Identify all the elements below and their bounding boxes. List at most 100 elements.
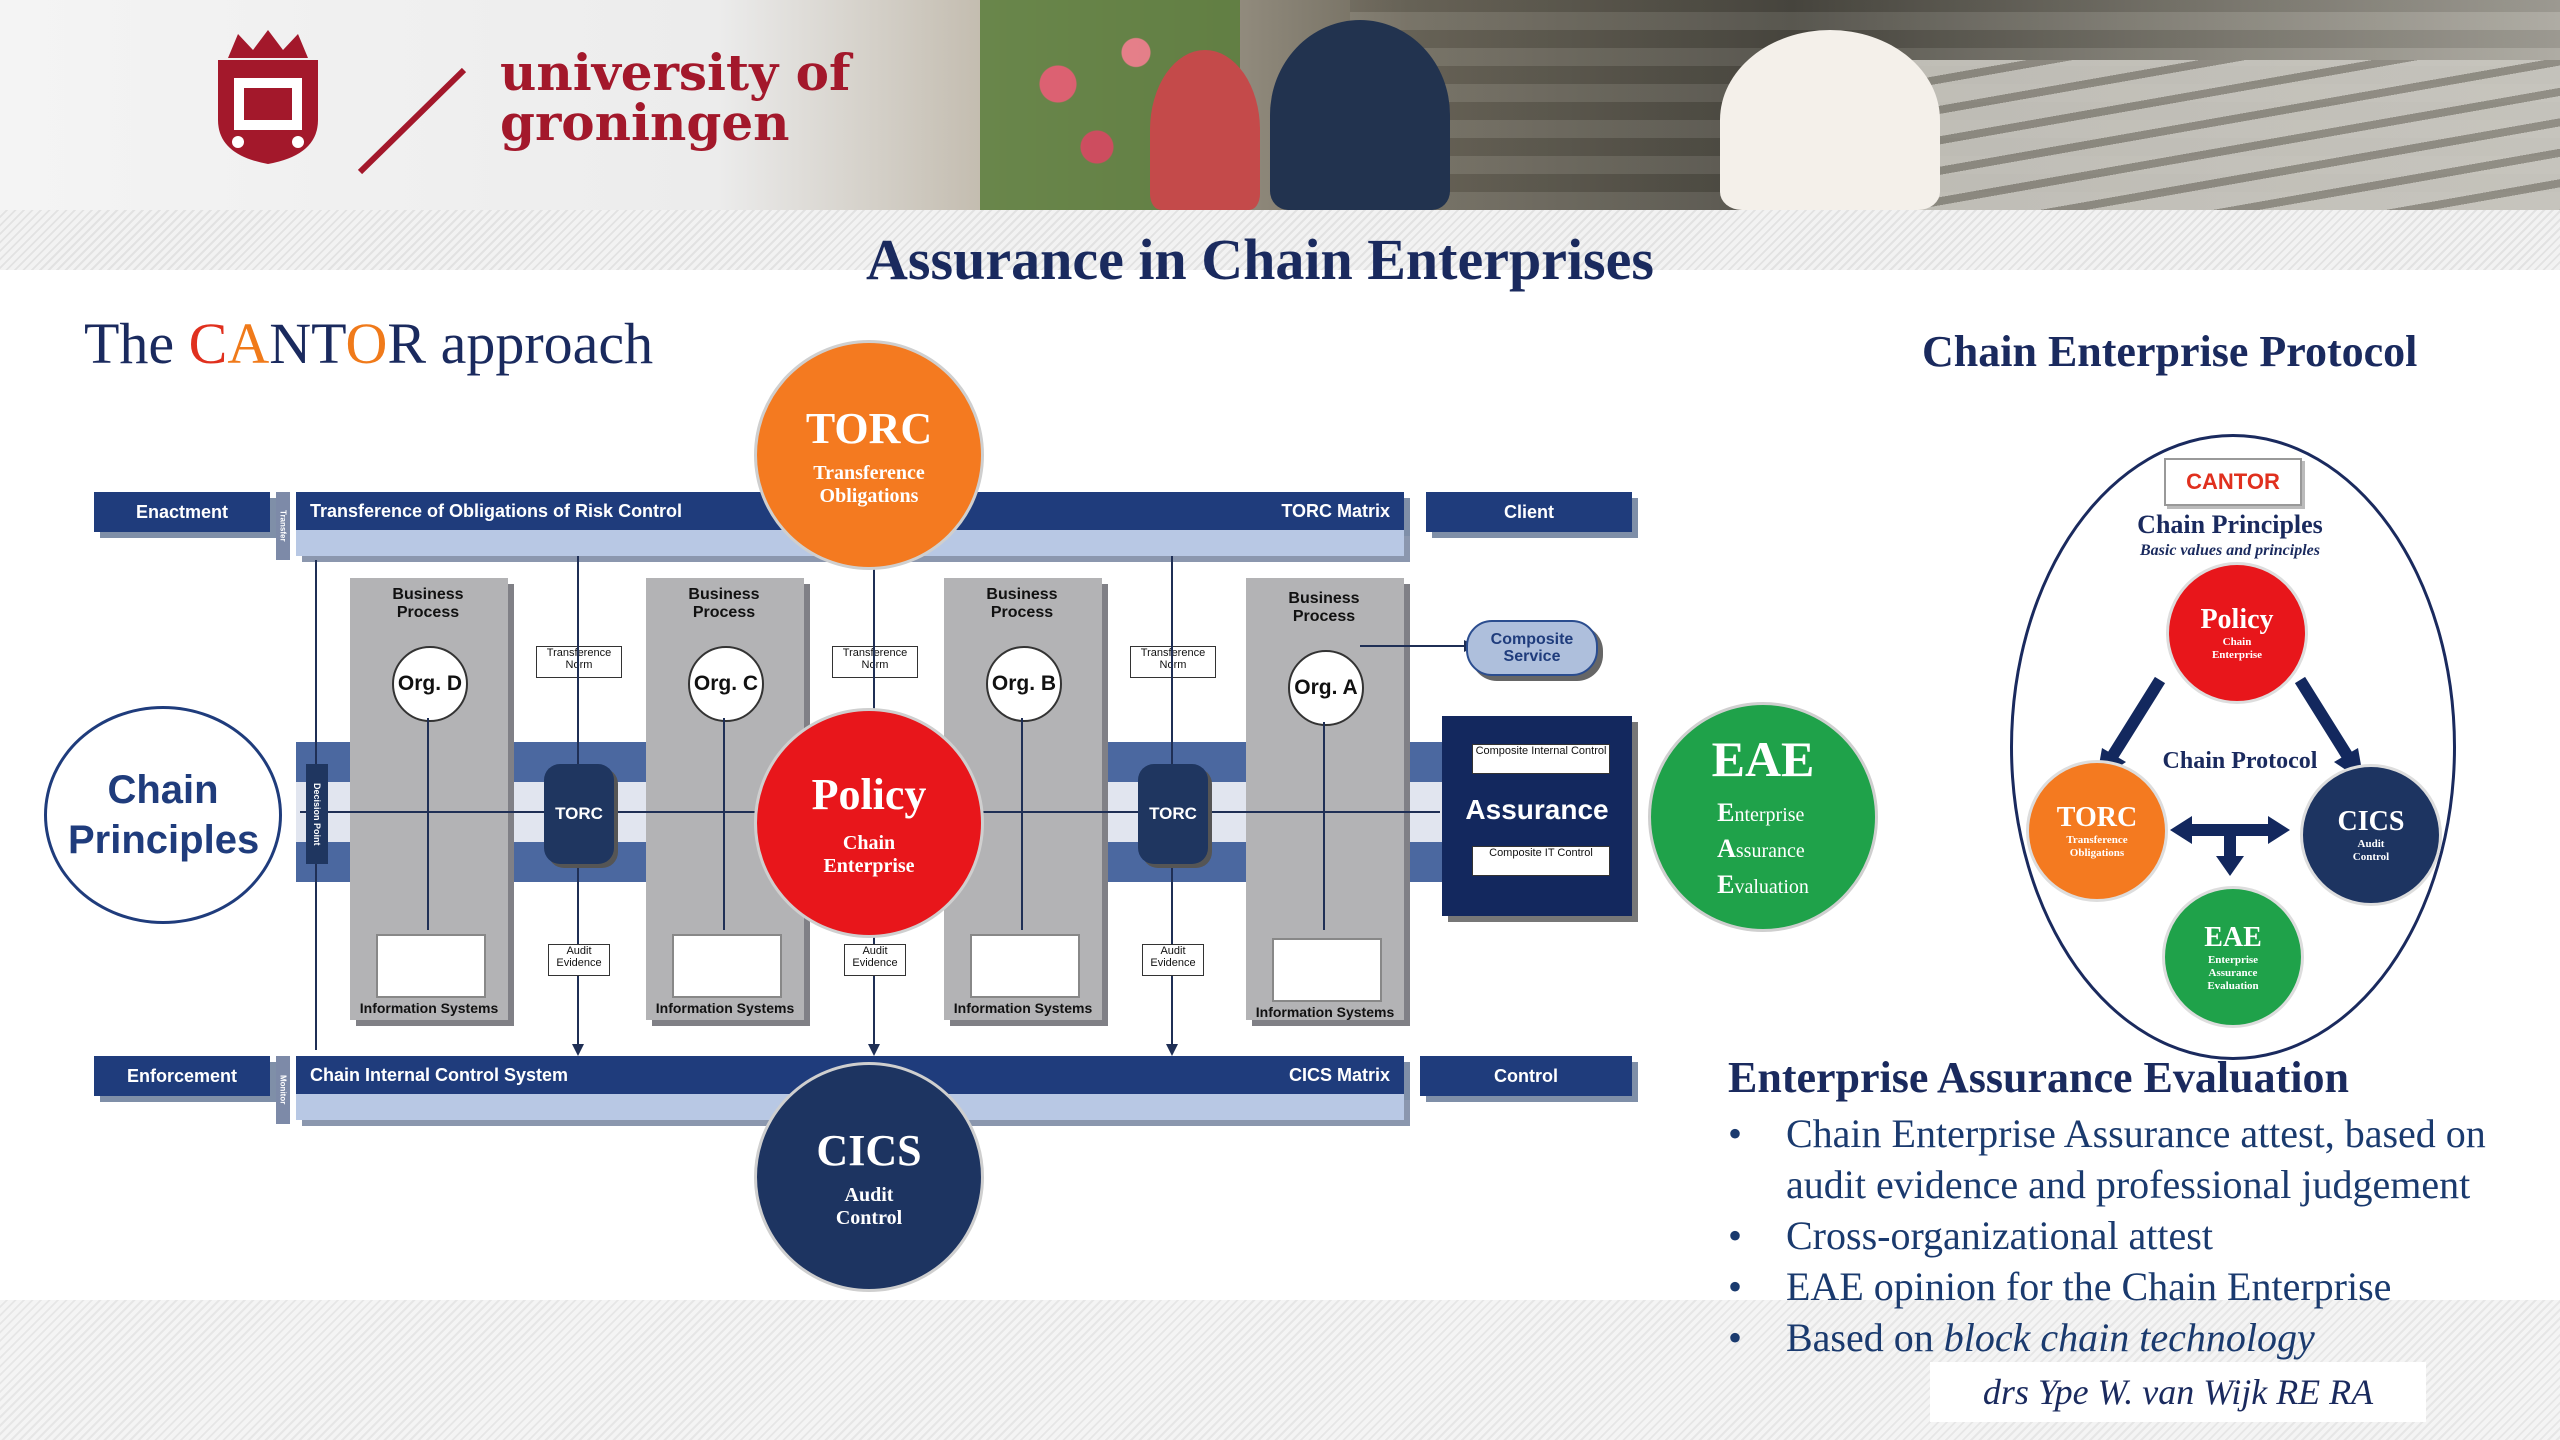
banner-photo-person bbox=[1720, 30, 1940, 210]
audit-evidence-box: Audit Evidence bbox=[548, 944, 610, 976]
composite-internal-control-box: Composite Internal Control bbox=[1472, 744, 1610, 774]
torc-node-right: TORC bbox=[1138, 764, 1208, 864]
protocol-cics-title: CICS bbox=[2337, 806, 2405, 837]
enactment-label: Enactment bbox=[135, 501, 229, 522]
protocol-cics-circle: CICS Audit Control bbox=[2300, 764, 2442, 906]
banner-photo-person bbox=[1270, 20, 1450, 210]
information-systems-icon bbox=[672, 934, 782, 998]
cantor-letter: N bbox=[269, 311, 312, 376]
enactment-box: Enactment bbox=[94, 492, 270, 532]
torc-bar-label: Transference of Obligations of Risk Cont… bbox=[310, 500, 683, 521]
cantor-logo-text: CANTOR bbox=[2186, 469, 2280, 494]
eae-initial: A bbox=[1717, 834, 1736, 863]
org-a-node: Org. A bbox=[1288, 650, 1364, 726]
eae-word: valuation bbox=[1734, 876, 1809, 898]
policy-circle-title: Policy bbox=[811, 769, 927, 819]
cics-circle-title: CICS bbox=[816, 1125, 922, 1175]
cantor-suffix: approach bbox=[426, 311, 654, 376]
protocol-eae-sub: Enterprise Assurance Evaluation bbox=[2207, 953, 2259, 992]
torc-circle: TORC Transference Obligations bbox=[754, 340, 984, 570]
composite-service-node: Composite Service bbox=[1466, 620, 1598, 676]
cics-circle: CICS Audit Control bbox=[754, 1062, 984, 1292]
protocol-policy-circle: Policy Chain Enterprise bbox=[2166, 562, 2308, 704]
eae-bullet-item: •Cross-organizational attest bbox=[1728, 1210, 2548, 1261]
cantor-letter: A bbox=[227, 311, 270, 376]
eae-circle-lines: Enterprise Assurance Evaluation bbox=[1717, 796, 1809, 904]
control-label: Control bbox=[1494, 1065, 1558, 1086]
eae-heading: Enterprise Assurance Evaluation bbox=[1728, 1053, 2349, 1102]
information-systems-label: Information Systems bbox=[953, 1000, 1093, 1016]
protocol-eae-circle: EAE Enterprise Assurance Evaluation bbox=[2162, 886, 2304, 1028]
eae-circle: EAE Enterprise Assurance Evaluation bbox=[1648, 702, 1878, 932]
enforcement-label: Enforcement bbox=[126, 1065, 238, 1086]
information-systems-icon bbox=[376, 934, 486, 998]
business-process-label: Business Process bbox=[986, 586, 1058, 621]
composite-service-label: Composite Service bbox=[1490, 631, 1574, 665]
university-name-line1: university of bbox=[500, 43, 851, 102]
cantor-prefix: The bbox=[84, 311, 189, 376]
business-process-label: Business Process bbox=[1288, 590, 1360, 625]
org-d-node: Org. D bbox=[392, 646, 468, 722]
transference-norm-box: Transference Norm bbox=[536, 646, 622, 678]
monitor-label: Monitor bbox=[278, 1075, 288, 1105]
policy-circle-sub: Chain bbox=[842, 831, 896, 854]
cantor-logo: CANTOR bbox=[2164, 458, 2302, 506]
transfer-strip: Transfer bbox=[276, 492, 290, 560]
business-process-label: Business Process bbox=[392, 586, 464, 621]
eae-bullet-text: Based on bbox=[1786, 1315, 1944, 1360]
protocol-torc-sub: Transference Obligations bbox=[2066, 834, 2128, 859]
information-systems-label: Information Systems bbox=[1255, 1004, 1395, 1020]
torc-node-left: TORC bbox=[544, 764, 614, 864]
eae-circle-title: EAE bbox=[1711, 731, 1815, 787]
chain-protocol-label: Chain Protocol bbox=[2162, 748, 2318, 774]
eae-initial: E bbox=[1717, 870, 1735, 899]
assurance-label: Assurance bbox=[1465, 794, 1609, 825]
cantor-letter: C bbox=[188, 311, 228, 376]
org-b-node: Org. B bbox=[986, 646, 1062, 722]
decision-point-label: Decision Point bbox=[312, 782, 322, 846]
control-box: Control bbox=[1420, 1056, 1632, 1096]
information-systems-icon bbox=[1272, 938, 1382, 1002]
banner-photo-person bbox=[1150, 50, 1260, 210]
composite-it-control-box: Composite IT Control bbox=[1472, 846, 1610, 876]
information-systems-label: Information Systems bbox=[359, 1000, 499, 1016]
cantor-letter: R bbox=[387, 311, 427, 376]
university-name: university of groningen bbox=[500, 48, 850, 148]
eae-initial: E bbox=[1717, 798, 1735, 827]
header-banner bbox=[0, 0, 2560, 210]
cics-matrix-label: CICS Matrix bbox=[1288, 1064, 1390, 1085]
information-systems-icon bbox=[970, 934, 1080, 998]
monitor-strip: Monitor bbox=[276, 1056, 290, 1124]
eae-bullet-text: Chain Enterprise Assurance attest, based… bbox=[1786, 1111, 2486, 1207]
client-box: Client bbox=[1426, 492, 1632, 532]
author-name: drs Ype W. van Wijk RE RA bbox=[1982, 1372, 2374, 1412]
eae-bullet-text: Cross-organizational attest bbox=[1786, 1213, 2213, 1258]
logo-slash bbox=[357, 67, 467, 175]
torc-matrix-label: TORC Matrix bbox=[1281, 500, 1390, 521]
protocol-cics-sub: Audit Control bbox=[2352, 838, 2390, 863]
decision-point-strip: Decision Point bbox=[306, 764, 328, 864]
torc-circle-title: TORC bbox=[805, 403, 933, 453]
audit-evidence-box: Audit Evidence bbox=[844, 944, 906, 976]
policy-circle-sub: Enterprise bbox=[823, 854, 915, 877]
client-label: Client bbox=[1503, 501, 1554, 522]
author-box: drs Ype W. van Wijk RE RA bbox=[1930, 1362, 2426, 1422]
cics-circle-sub: Audit bbox=[844, 1183, 894, 1206]
org-c-node: Org. C bbox=[688, 646, 764, 722]
eae-bullet-item: •Based on block chain technology bbox=[1728, 1315, 2315, 1360]
protocol-principles-title: Chain Principles bbox=[2137, 510, 2323, 539]
eae-bullet-italic: block chain technology bbox=[1943, 1315, 2315, 1360]
slide-title: Assurance in Chain Enterprises bbox=[866, 227, 1654, 292]
cantor-letter: O bbox=[345, 311, 388, 376]
chain-principles-circle: Chain Principles bbox=[44, 706, 282, 924]
cics-bar-label: Chain Internal Control System bbox=[310, 1064, 569, 1085]
protocol-torc-circle: TORC Transference Obligations bbox=[2026, 760, 2168, 902]
torc-circle-sub: Transference bbox=[813, 461, 925, 484]
chain-principles-label: Chain Principles bbox=[68, 768, 260, 862]
eae-bullet-item: •EAE opinion for the Chain Enterprise bbox=[1728, 1261, 2548, 1312]
policy-circle: Policy Chain Enterprise bbox=[754, 708, 984, 938]
enforcement-box: Enforcement bbox=[94, 1056, 270, 1096]
eae-bullet-text: EAE opinion for the Chain Enterprise bbox=[1786, 1264, 2392, 1309]
transference-norm-box: Transference Norm bbox=[1130, 646, 1216, 678]
transference-norm-box: Transference Norm bbox=[832, 646, 918, 678]
